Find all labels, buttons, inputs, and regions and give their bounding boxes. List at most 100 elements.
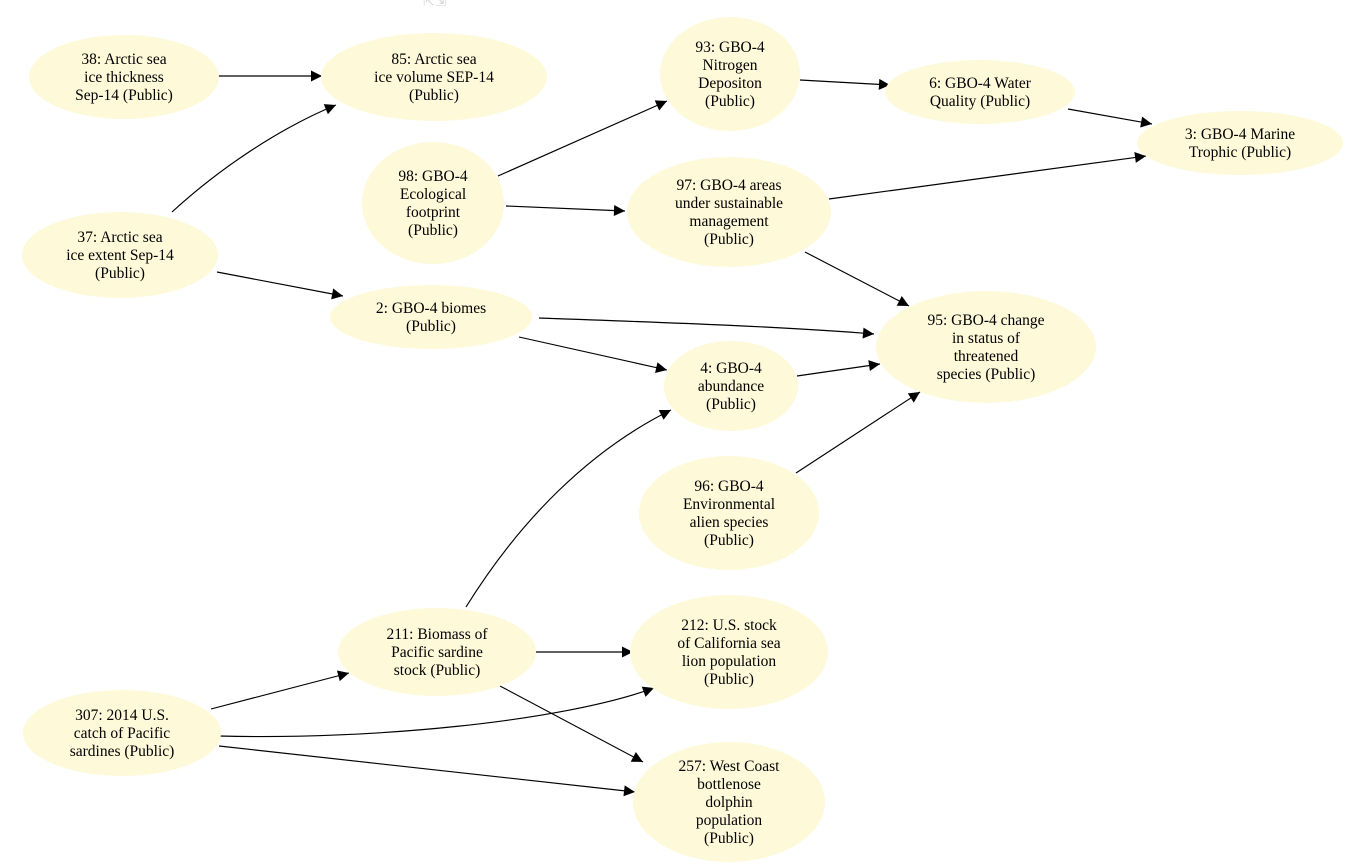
- edge-layer: [171, 70, 1153, 797]
- node-ellipse[interactable]: [1137, 111, 1343, 175]
- node-label-line: 257: West Coast: [679, 758, 781, 775]
- edge-211-to-257: [499, 685, 644, 763]
- node-label-line: 212: U.S. stock: [681, 617, 777, 634]
- node-ellipse[interactable]: [29, 35, 219, 119]
- node-label-line: Depositon: [698, 75, 762, 92]
- node-label-line: 211: Biomass of: [386, 626, 488, 643]
- edge-96-to-95: [795, 391, 921, 474]
- node-label-line: (Public): [704, 231, 754, 248]
- node-label-line: ice volume SEP-14: [374, 69, 494, 86]
- node-ellipse[interactable]: [330, 285, 532, 349]
- node-label-line: (Public): [705, 93, 755, 110]
- edge-97-to-95: [804, 251, 910, 307]
- node-label-line: (Public): [409, 87, 459, 104]
- node-label-line: 98: GBO-4: [398, 168, 468, 185]
- node-label-line: population: [696, 812, 763, 829]
- node-label-line: 37: Arctic sea: [77, 229, 162, 246]
- node-label-line: (Public): [406, 318, 456, 335]
- edge-37-to-2: [216, 271, 344, 300]
- node-ellipse[interactable]: [22, 212, 218, 298]
- node-label-line: 38: Arctic sea: [81, 51, 166, 68]
- node-label-line: (Public): [706, 396, 756, 413]
- edge-4-to-95: [796, 360, 881, 377]
- node-label-line: Ecological: [400, 186, 466, 203]
- node-label-line: 6: GBO-4 Water: [929, 75, 1032, 92]
- node-label-line: (Public): [704, 671, 754, 688]
- node-label-line: 2: GBO-4 biomes: [376, 300, 486, 317]
- resize-handle-icon[interactable]: ⇱⇲: [423, 0, 447, 10]
- node-label-line: management: [689, 213, 769, 230]
- node-label-line: under sustainable: [675, 195, 783, 212]
- node-ellipse[interactable]: [362, 142, 504, 264]
- edge-211-to-4: [465, 409, 672, 608]
- node-label-line: alien species: [690, 514, 769, 531]
- edge-97-to-3: [828, 152, 1147, 200]
- node-label-line: of California sea: [677, 635, 780, 652]
- edge-307-to-257: [218, 745, 636, 797]
- node-ellipse[interactable]: [23, 690, 221, 776]
- node-label-line: bottlenose: [697, 776, 761, 793]
- node-label-line: (Public): [408, 222, 458, 239]
- node-ellipse[interactable]: [321, 33, 547, 121]
- node-label-line: (Public): [95, 265, 145, 282]
- node-label-line: species (Public): [937, 366, 1036, 383]
- node-label-line: 307: 2014 U.S.: [75, 707, 169, 724]
- edge-98-to-93: [497, 100, 668, 177]
- node-label-line: (Public): [704, 532, 754, 549]
- node-label-line: 3: GBO-4 Marine: [1185, 126, 1295, 143]
- node-2[interactable]: 2: GBO-4 biomes(Public): [330, 285, 532, 349]
- edge-307-to-212: [218, 686, 655, 738]
- node-ellipse[interactable]: [664, 341, 798, 431]
- node-ellipse[interactable]: [660, 17, 800, 131]
- edge-2-to-4: [518, 336, 668, 373]
- node-label-line: stock (Public): [394, 662, 481, 679]
- node-label-line: abundance: [698, 378, 764, 395]
- edge-93-to-6: [799, 78, 891, 90]
- node-ellipse[interactable]: [885, 60, 1075, 124]
- node-label-line: 85: Arctic sea: [391, 51, 476, 68]
- node-label-line: Sep-14 (Public): [75, 87, 173, 104]
- node-label-line: 93: GBO-4: [695, 39, 765, 56]
- node-257[interactable]: 257: West Coastbottlenosedolphinpopulati…: [633, 742, 825, 862]
- node-label-line: 4: GBO-4: [700, 360, 762, 377]
- node-ellipse[interactable]: [630, 595, 828, 709]
- node-label-line: ice extent Sep-14: [66, 247, 174, 264]
- edge-98-to-97: [505, 205, 626, 217]
- node-label-line: Quality (Public): [930, 93, 1030, 110]
- node-label-line: 97: GBO-4 areas: [676, 177, 781, 194]
- node-label-line: (Public): [704, 830, 754, 847]
- node-label-line: ice thickness: [84, 69, 164, 86]
- node-ellipse[interactable]: [627, 157, 831, 267]
- node-label-line: sardines (Public): [70, 743, 175, 760]
- node-label-line: 95: GBO-4 change: [927, 312, 1044, 329]
- node-label-line: threatened: [954, 348, 1019, 365]
- node-ellipse[interactable]: [633, 742, 825, 862]
- node-label-line: dolphin: [705, 794, 753, 811]
- node-label-line: in status of: [952, 330, 1021, 347]
- node-ellipse[interactable]: [876, 291, 1096, 403]
- node-label-line: Nitrogen: [702, 57, 757, 74]
- node-label-line: lion population: [682, 653, 777, 670]
- node-ellipse[interactable]: [639, 456, 819, 570]
- node-label-line: Trophic (Public): [1189, 144, 1291, 161]
- node-ellipse[interactable]: [338, 608, 536, 696]
- edge-307-to-211: [210, 670, 350, 710]
- edge-2-to-95: [538, 317, 875, 339]
- node-label-line: catch of Pacific: [74, 725, 171, 742]
